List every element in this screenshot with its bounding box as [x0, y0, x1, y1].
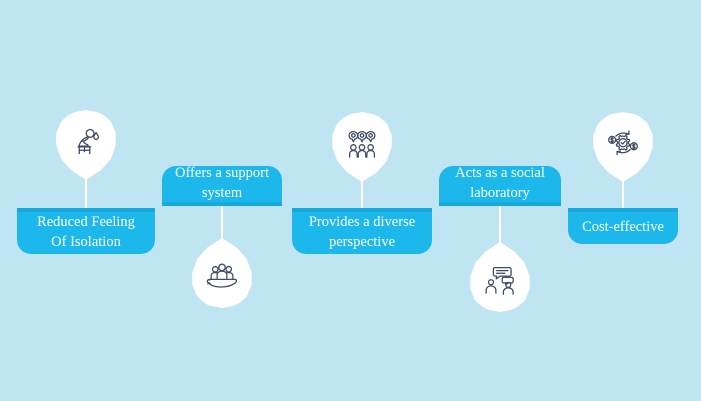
label-line-1b: Of Isolation — [51, 234, 121, 250]
label-box-2[interactable]: Offers a support system — [162, 164, 282, 206]
label-box-3[interactable]: Provides a diverse perspective — [292, 208, 432, 254]
connector-stem-5 — [622, 176, 624, 216]
infographic-item-4: Acts as a social laboratory — [410, 0, 590, 401]
hand-holding-people-icon — [204, 253, 240, 294]
pin-5 — [593, 112, 653, 182]
label-text-5: Cost-effective — [582, 218, 664, 238]
gear-checkmark-money-cycle-icon — [605, 130, 641, 162]
label-text-3: Provides a diverse perspective — [309, 213, 415, 252]
pin-4 — [470, 242, 530, 312]
label-text-2: Offers a support system — [175, 164, 269, 203]
label-line-2b: system — [201, 185, 243, 201]
label-line-4a: Acts as a social — [455, 165, 545, 182]
label-line-2a: Offers a support — [175, 165, 269, 182]
connector-stem-2 — [221, 200, 223, 244]
label-text-4: Acts as a social laboratory — [455, 164, 545, 203]
label-box-4[interactable]: Acts as a social laboratory — [439, 164, 561, 206]
connector-stem-4 — [499, 200, 501, 248]
connector-stem-3 — [361, 176, 363, 216]
infographic-item-2: Offers a support system — [132, 0, 312, 401]
label-line-3a: Provides a diverse — [308, 214, 416, 231]
label-box-1[interactable]: Reduced Feeling Of Isolation — [17, 208, 155, 254]
sad-person-sitting-icon — [68, 128, 104, 160]
infographic-item-5: Cost-effective — [533, 0, 701, 401]
pin-2 — [192, 238, 252, 308]
pin-3 — [332, 112, 392, 182]
label-line-4b: laboratory — [470, 185, 530, 201]
label-text-1: Reduced Feeling Of Isolation — [37, 213, 135, 252]
label-line-1a: Reduced Feeling — [37, 214, 135, 231]
pin-1 — [56, 110, 116, 180]
label-box-5[interactable]: Cost-effective — [568, 208, 678, 244]
three-people-speech-bubbles-icon — [344, 130, 380, 162]
label-line-3b: perspective — [328, 234, 396, 250]
infographic-item-1: Reduced Feeling Of Isolation — [0, 0, 176, 401]
label-line-5a: Cost-effective — [582, 219, 664, 236]
connector-stem-1 — [85, 176, 87, 216]
two-people-conversation-icon — [482, 257, 518, 298]
infographic-item-3: Provides a diverse perspective — [272, 0, 452, 401]
